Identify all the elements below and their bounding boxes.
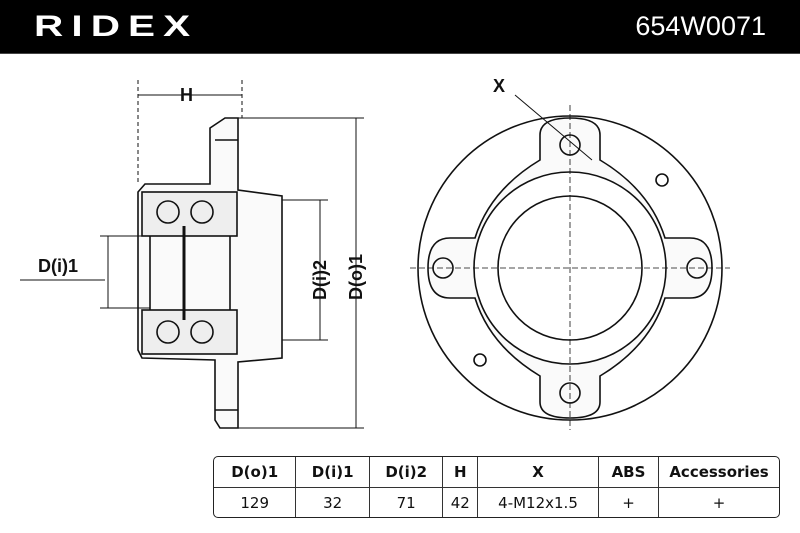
part-number: 654W0071: [635, 11, 766, 41]
label-h: H: [180, 85, 193, 105]
header-bar: RIDEX 654W0071: [0, 0, 800, 54]
table-header-row: D(o)1 D(i)1 D(i)2 H X ABS Accessories: [214, 457, 779, 488]
label-di2: D(i)2: [310, 260, 330, 300]
side-view: [137, 117, 283, 429]
technical-drawing: H D(i)1 D(i)2 D(o)1 X: [20, 76, 730, 430]
spec-table: D(o)1 D(i)1 D(i)2 H X ABS Accessories 12…: [213, 456, 780, 518]
table-row: 129 32 71 42 4-M12x1.5 + +: [214, 488, 779, 517]
col-header: ABS: [599, 457, 659, 488]
cell: 4-M12x1.5: [478, 488, 600, 517]
center-lines: [410, 105, 730, 430]
cell: +: [599, 488, 659, 517]
col-header: Accessories: [659, 457, 779, 488]
cell: 32: [296, 488, 370, 517]
cell: 129: [214, 488, 297, 517]
label-di1: D(i)1: [38, 256, 78, 276]
dimension-lines: [20, 80, 364, 429]
label-x: X: [493, 76, 505, 96]
col-header: X: [478, 457, 600, 488]
col-header: D(i)2: [369, 457, 444, 488]
x-leader-line: [514, 94, 593, 161]
cell: +: [712, 493, 726, 512]
cell: 42: [443, 488, 479, 517]
col-header: H: [443, 457, 479, 488]
col-header: D(i)1: [296, 457, 370, 488]
brand-logo: RIDEX: [34, 10, 199, 43]
label-do1: D(o)1: [346, 254, 366, 300]
cell: 71: [370, 488, 444, 517]
col-header: D(o)1: [214, 457, 297, 488]
